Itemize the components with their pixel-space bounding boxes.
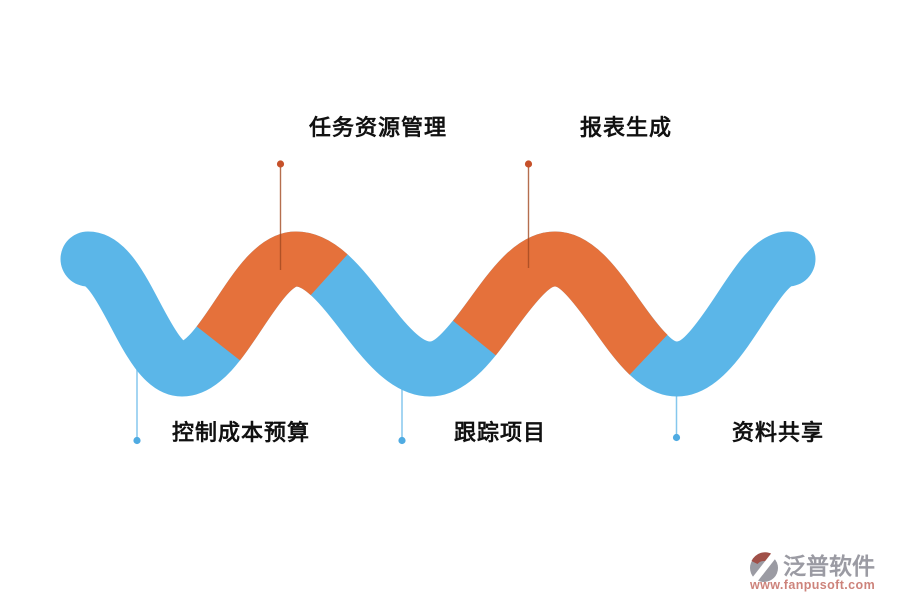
step-label-report-generation: 报表生成 — [580, 115, 673, 140]
connector-dot-top-1 — [276, 160, 285, 168]
brand-url: www.fanpusoft.com — [750, 578, 876, 592]
step-label-cost-budget: 控制成本预算 — [172, 420, 311, 445]
connector-dot-top-2 — [524, 160, 533, 168]
connector-dot-bottom-2 — [398, 436, 406, 445]
fanpu-logo-icon — [748, 551, 782, 583]
watermark: 泛普软件 www.fanpusoft.com — [748, 551, 888, 592]
wave-path-blue — [60, 231, 816, 397]
logo-white-slash — [748, 551, 782, 583]
step-label-track-project: 跟踪项目 — [454, 420, 547, 445]
step-label-data-sharing: 资料共享 — [732, 420, 825, 445]
brand-name: 泛普软件 — [783, 553, 875, 579]
connector-dot-bottom-3 — [672, 433, 681, 442]
connector-dot-bottom-1 — [133, 436, 141, 445]
top-connectors — [133, 160, 681, 445]
step-label-task-resource: 任务资源管理 — [309, 115, 448, 140]
